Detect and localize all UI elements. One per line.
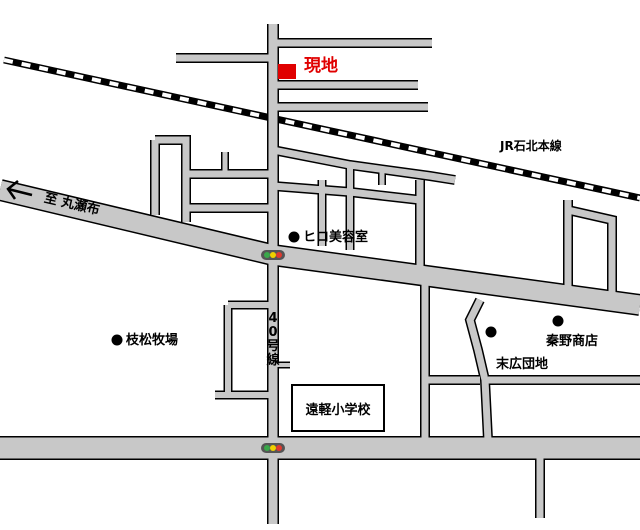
school-box: 遠軽小学校 — [291, 384, 385, 432]
road-fills — [0, 24, 640, 524]
housing-label: 末広団地 — [496, 357, 549, 372]
route-label: 40号線 — [266, 311, 280, 368]
site-label: 現地 — [304, 56, 338, 76]
shop-label: 秦野商店 — [546, 334, 599, 349]
ranch-label: 枝松牧場 — [126, 333, 179, 348]
salon-dot — [288, 231, 300, 243]
school-label: 遠軽小学校 — [305, 402, 371, 418]
arrow-left-icon — [6, 180, 33, 200]
traffic-signal-icon — [261, 250, 285, 260]
ranch-dot — [111, 334, 123, 346]
shop-dot — [552, 315, 564, 327]
railway-label: JR石北本線 — [500, 139, 562, 153]
railway-pattern — [3, 58, 640, 200]
housing-dot — [485, 326, 497, 338]
salon-label: ヒロ美容室 — [303, 230, 369, 245]
traffic-signal-icon — [261, 443, 285, 453]
site-marker — [278, 64, 296, 79]
